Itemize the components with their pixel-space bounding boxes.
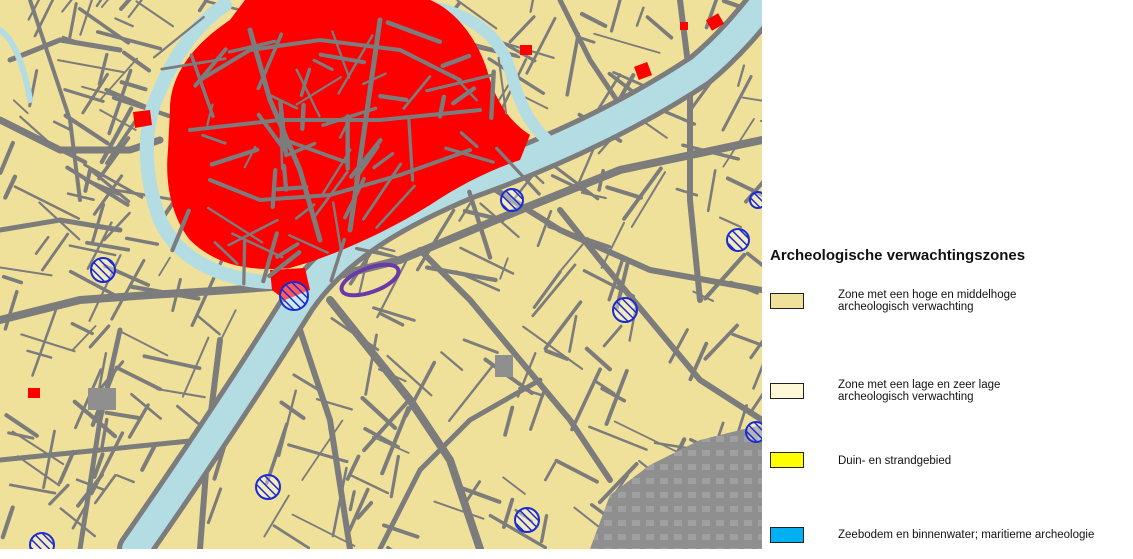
legend-label-line1: Zeebodem en binnenwater; maritieme arche… [838,529,1094,541]
legend-panel: Archeologische verwachtingszones Zone me… [762,0,1133,549]
legend-title: Archeologische verwachtingszones [770,247,1025,264]
hatched-site-marker [256,475,280,499]
hatched-site-marker [501,189,523,211]
legend-item-dunes: Duin- en strandgebied [770,445,1130,485]
legend-item-maritime: Zeebodem en binnenwater; maritieme arche… [770,519,1130,559]
legend-label-line2: archeologisch verwachting [838,391,1000,403]
hatched-site-marker [750,192,762,208]
map-canvas[interactable] [0,0,762,549]
hatched-site-marker [91,258,115,282]
hatched-site-marker [280,282,308,310]
hatched-site-marker [746,422,762,442]
hatched-site-marker [515,508,539,532]
hatched-site-marker [613,298,637,322]
legend-item-high-expectation: Zone met een hoge en middelhoge archeolo… [770,283,1130,323]
legend-label-line1: Zone met een hoge en middelhoge [838,289,1016,301]
legend-swatch-high [770,293,804,309]
legend-swatch-maritime [770,527,804,543]
legend-label-line1: Zone met een lage en zeer lage [838,379,1000,391]
hatched-site-marker [30,533,54,549]
legend-swatch-low [770,383,804,399]
legend-label-line2: archeologisch verwachting [838,301,1016,313]
legend-swatch-dunes [770,452,804,468]
legend-item-low-expectation: Zone met een lage en zeer lage archeolog… [770,373,1130,413]
legend-label-line1: Duin- en strandgebied [838,455,951,467]
hatched-site-marker [727,229,749,251]
